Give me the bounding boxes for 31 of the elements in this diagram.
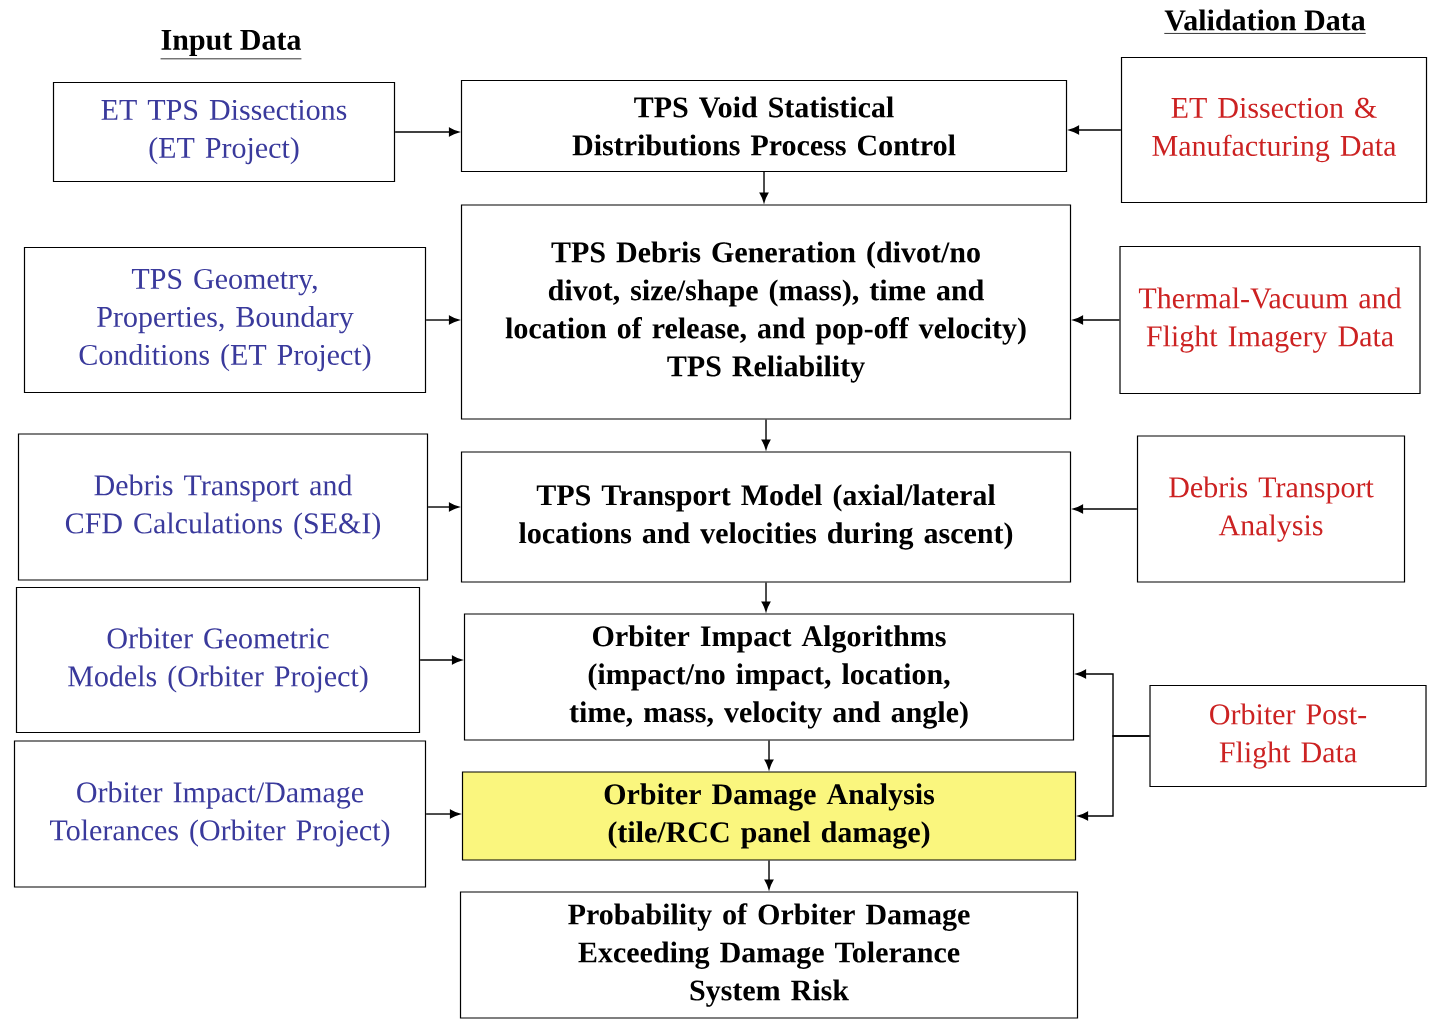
data-box: Orbiter Post-Flight Data [1149, 684, 1427, 788]
arrow [764, 859, 774, 890]
arrow [394, 127, 459, 137]
arrow [427, 502, 459, 512]
column-heading: Validation Data [1163, 9, 1367, 34]
data-box: Orbiter Impact/Damage Tolerances (Orbiter Project) [13, 740, 427, 888]
data-box: Orbiter Geometric Models (Orbiter Project) [15, 586, 421, 734]
data-box: Thermal-Vacuum and Flight Imagery Data [1119, 245, 1421, 395]
highlighted-process-box: Orbiter Damage Analysis (tile/RCC panel damage) [461, 771, 1077, 861]
arrow [1069, 125, 1122, 135]
arrow [425, 809, 460, 819]
process-box: TPS Transport Model (axial/lateral locations and velocities during ascent) [460, 451, 1072, 583]
data-box: ET Dissection & Manufacturing Data [1120, 56, 1428, 204]
process-box: TPS Debris Generation (divot/no divot, size/shape (mass), time and location of release, and pop-off velocity) TPS Reliability [460, 204, 1072, 420]
arrow [419, 655, 462, 665]
process-box: Probability of Orbiter Damage Exceeding Damage Tolerance System Risk [459, 891, 1079, 1019]
arrow [425, 315, 459, 325]
data-box: TPS Geometry, Properties, Boundary Conditions (ET Project) [23, 246, 427, 394]
arrow [1073, 504, 1138, 514]
process-box: Orbiter Impact Algorithms (impact/no impact, location, time, mass, velocity and angle) [463, 613, 1075, 741]
data-box: ET TPS Dissections (ET Project) [52, 81, 396, 183]
arrow [761, 581, 771, 612]
data-box: Debris Transport and CFD Calculations (SE&I) [17, 433, 429, 581]
arrow [759, 171, 769, 203]
arrow [1073, 315, 1121, 325]
process-box: TPS Void Statistical Distributions Process Control [460, 79, 1068, 173]
arrow [764, 739, 774, 770]
column-heading: Input Data [160, 30, 302, 60]
arrow [1078, 735, 1151, 821]
arrow [761, 418, 771, 450]
data-box: Debris Transport Analysis [1136, 435, 1406, 583]
